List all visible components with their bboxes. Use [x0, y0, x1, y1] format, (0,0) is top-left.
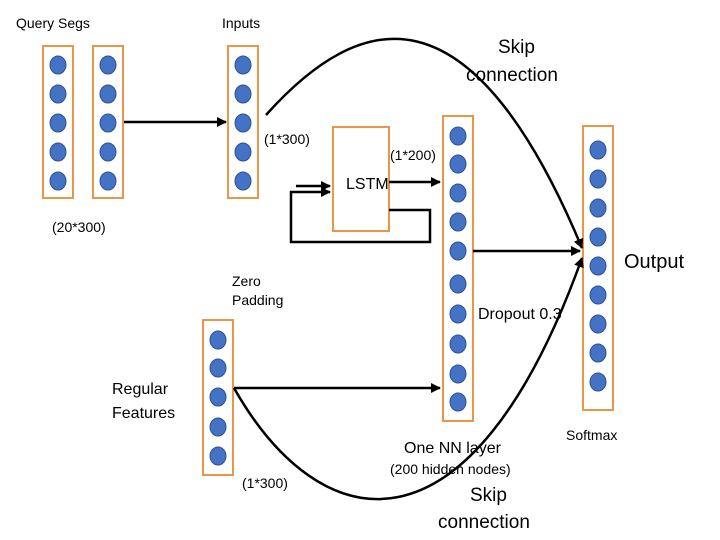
nn-layer-label-1: One NN layer	[404, 440, 501, 457]
nn-layer-node	[449, 212, 467, 232]
regular-features-dims-label: (1*300)	[242, 475, 288, 491]
regular-features-box	[202, 319, 234, 476]
query-node-a	[49, 142, 67, 162]
softmax-node	[589, 372, 607, 392]
regular-features-node	[209, 330, 227, 350]
query-segs-box-1	[42, 45, 74, 199]
skip-connection-bottom-label-2: connection	[438, 512, 530, 533]
regular-features-label-1: Regular	[112, 381, 169, 398]
query-node-b	[99, 142, 117, 162]
skip-connection-bottom-label-1: Skip	[470, 485, 507, 506]
inputs-node	[234, 55, 252, 75]
softmax-node	[589, 198, 607, 218]
lstm-label: LSTM	[346, 176, 389, 193]
nn-layer-box	[442, 115, 474, 422]
regular-features-label-2: Features	[112, 405, 176, 422]
nn-layer-node	[449, 364, 467, 384]
inputs-box	[227, 45, 259, 199]
query-node-a	[49, 171, 67, 191]
lstm-recurrent-loop	[289, 187, 432, 244]
zero-padding-label-1: Zero	[232, 273, 261, 289]
query-segs-box-2	[92, 45, 124, 199]
query-node-a	[49, 113, 67, 133]
softmax-node	[589, 140, 607, 160]
nn-layer-label-2: (200 hidden nodes)	[390, 461, 511, 477]
inputs-node	[234, 171, 252, 191]
inputs-node	[234, 84, 252, 104]
dropout-label: Dropout 0.3	[478, 306, 562, 323]
nn-layer-node	[449, 334, 467, 354]
regular-features-node	[209, 446, 227, 466]
inputs-node	[234, 113, 252, 133]
nn-layer-node	[449, 154, 467, 174]
softmax-node	[589, 285, 607, 305]
query-node-b	[99, 113, 117, 133]
query-segs-dims-label: (20*300)	[52, 219, 106, 235]
nn-layer-node	[449, 126, 467, 146]
softmax-label: Softmax	[566, 427, 618, 443]
nn-layer-node	[449, 274, 467, 294]
query-node-a	[49, 55, 67, 75]
inputs-node	[234, 142, 252, 162]
lstm-box	[332, 126, 390, 232]
softmax-node	[589, 314, 607, 334]
softmax-node	[589, 343, 607, 363]
query-node-b	[99, 55, 117, 75]
softmax-node	[589, 169, 607, 189]
nn-layer-node	[449, 304, 467, 324]
nn-layer-node	[449, 183, 467, 203]
inputs-label: Inputs	[222, 15, 261, 31]
lstm-dims-label: (1*200)	[390, 147, 436, 163]
zero-padding-label-2: Padding	[232, 292, 284, 308]
skip-connection-top-curve	[265, 37, 584, 249]
softmax-node	[589, 227, 607, 247]
skip-connection-bottom-curve	[232, 257, 584, 501]
query-segs-label: Query Segs	[16, 15, 90, 31]
query-node-b	[99, 84, 117, 104]
nn-layer-node	[449, 392, 467, 412]
skip-connection-top-label-2: connection	[466, 65, 558, 86]
nn-layer-node	[449, 241, 467, 261]
regular-features-node	[209, 358, 227, 378]
query-node-b	[99, 171, 117, 191]
regular-features-node	[209, 417, 227, 437]
regular-features-node	[209, 387, 227, 407]
query-node-a	[49, 84, 67, 104]
skip-connection-top-label-1: Skip	[498, 37, 535, 58]
inputs-dims-label: (1*300)	[264, 131, 310, 147]
output-label: Output	[624, 251, 685, 273]
softmax-node	[589, 256, 607, 276]
